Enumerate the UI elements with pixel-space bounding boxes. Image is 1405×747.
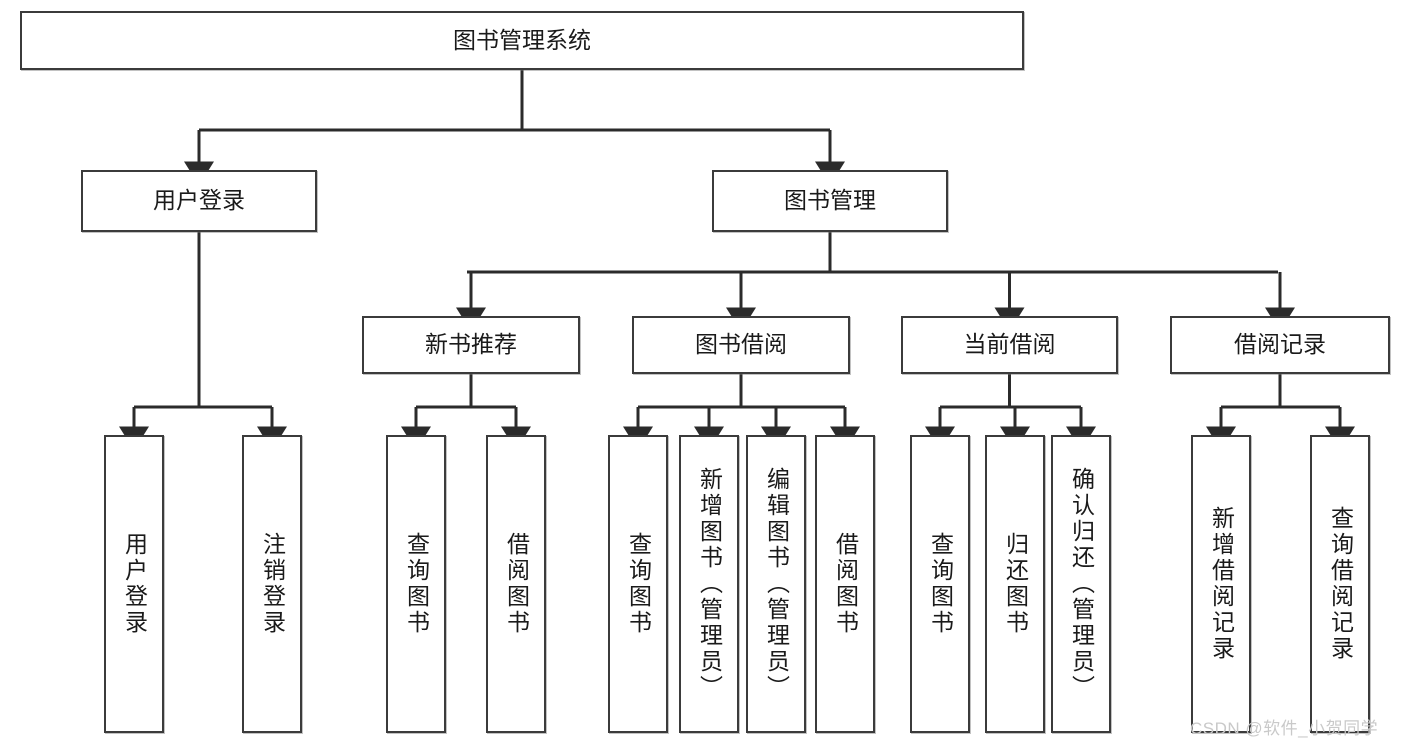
level2-3-label: 借阅记录 — [1234, 331, 1326, 358]
leaf-0-label: 用户登录 — [121, 532, 148, 636]
leaf-5-box[interactable]: 新增图书（管理员） — [679, 435, 739, 733]
level2-0-label: 新书推荐 — [425, 331, 517, 358]
watermark-text: CSDN @软件_小贺同学 — [1190, 719, 1379, 738]
leaf-10-box[interactable]: 确认归还（管理员） — [1051, 435, 1111, 733]
leaf-6-label: 编辑图书（管理员） — [763, 467, 790, 701]
level2-2-box[interactable]: 当前借阅 — [901, 316, 1118, 374]
leaf-7-box[interactable]: 借阅图书 — [815, 435, 875, 733]
leaf-2-box[interactable]: 查询图书 — [386, 435, 446, 733]
level1-0-box[interactable]: 用户登录 — [81, 170, 317, 232]
leaf-1-box[interactable]: 注销登录 — [242, 435, 302, 733]
leaf-10-label: 确认归还（管理员） — [1068, 467, 1095, 701]
root-box[interactable]: 图书管理系统 — [20, 11, 1024, 70]
leaf-9-box[interactable]: 归还图书 — [985, 435, 1045, 733]
leaf-12-label: 查询借阅记录 — [1327, 506, 1354, 662]
level2-1-label: 图书借阅 — [695, 331, 787, 358]
leaf-4-label: 查询图书 — [625, 532, 652, 636]
tree-connectors — [119, 70, 1355, 451]
leaf-0-box[interactable]: 用户登录 — [104, 435, 164, 733]
leaf-5-label: 新增图书（管理员） — [696, 467, 723, 701]
leaf-8-label: 查询图书 — [927, 532, 954, 636]
level1-1-label: 图书管理 — [784, 187, 876, 214]
leaf-11-box[interactable]: 新增借阅记录 — [1191, 435, 1251, 733]
leaf-12-box[interactable]: 查询借阅记录 — [1310, 435, 1370, 733]
level1-0-label: 用户登录 — [153, 187, 245, 214]
level2-0-box[interactable]: 新书推荐 — [362, 316, 580, 374]
level2-2-label: 当前借阅 — [963, 331, 1056, 358]
root-label: 图书管理系统 — [453, 26, 591, 53]
leaf-3-box[interactable]: 借阅图书 — [486, 435, 546, 733]
leaf-8-box[interactable]: 查询图书 — [910, 435, 970, 733]
level2-1-box[interactable]: 图书借阅 — [632, 316, 850, 374]
leaf-6-box[interactable]: 编辑图书（管理员） — [746, 435, 806, 733]
leaf-11-label: 新增借阅记录 — [1208, 506, 1235, 662]
leaf-9-label: 归还图书 — [1002, 532, 1029, 636]
leaf-2-label: 查询图书 — [403, 532, 430, 636]
leaf-1-label: 注销登录 — [259, 532, 286, 636]
level1-1-box[interactable]: 图书管理 — [712, 170, 948, 232]
level2-3-box[interactable]: 借阅记录 — [1170, 316, 1390, 374]
leaf-3-label: 借阅图书 — [503, 532, 530, 636]
leaf-7-label: 借阅图书 — [832, 532, 859, 636]
leaf-4-box[interactable]: 查询图书 — [608, 435, 668, 733]
